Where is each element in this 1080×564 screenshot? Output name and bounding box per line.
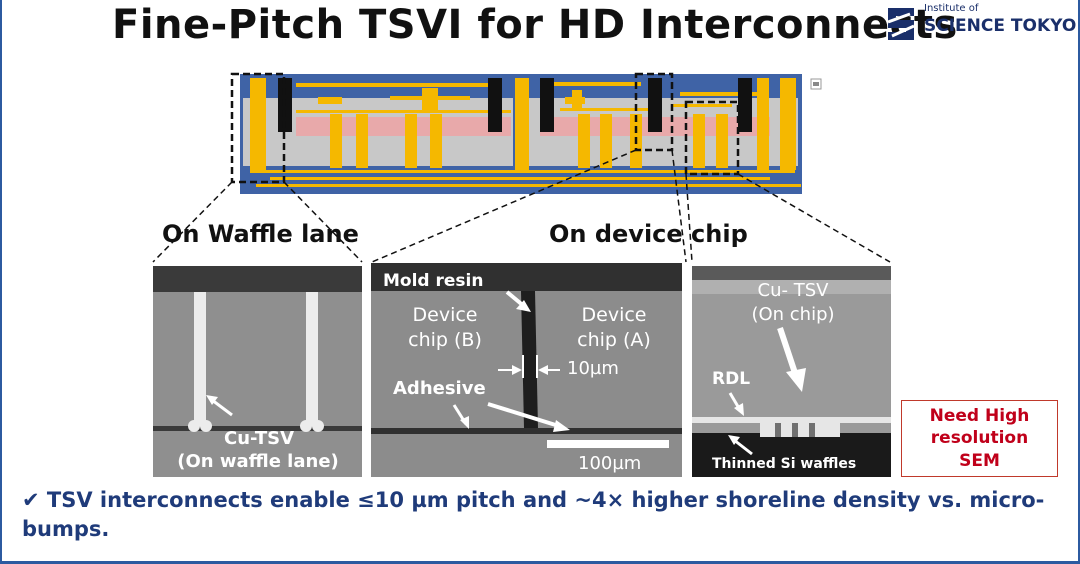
tsv-bar: [572, 90, 582, 110]
summary-statement: ✔ TSV interconnects enable ≤10 µm pitch …: [22, 486, 1062, 545]
thinned-waffles-label: Thinned Si waffles: [712, 456, 857, 472]
black-chip: [738, 78, 752, 132]
tsv-bar: [780, 78, 796, 170]
black-chip: [648, 78, 662, 132]
callout-box-waffle: [230, 72, 286, 184]
on-chip-label: (On chip): [751, 304, 835, 325]
gap-label: 10µm: [567, 358, 619, 379]
summary-text: TSV interconnects enable ≤10 µm pitch an…: [22, 488, 1045, 542]
tsv-bar: [693, 114, 705, 168]
page-title: Fine-Pitch TSVI for HD Interconnects: [112, 2, 958, 48]
logo-small-text: Institute of: [924, 3, 979, 14]
chip-b-line1: Device: [412, 304, 478, 326]
adhesive-label: Adhesive: [393, 378, 486, 399]
scale-label: 100µm: [578, 453, 642, 474]
panel-waffle-lane: [153, 266, 362, 477]
mold-gap: [521, 291, 538, 428]
tsv-bar: [405, 114, 417, 168]
tsv-pillar: [194, 292, 206, 426]
callout-box-device: [634, 72, 674, 152]
chip-b-line2: chip (B): [408, 329, 482, 351]
frame-right-line: [1078, 0, 1080, 564]
tsv-bar: [430, 114, 442, 168]
section-label-device: On device chip: [549, 220, 748, 248]
tsv-bar: [578, 114, 590, 168]
chip-a-line1: Device: [581, 304, 647, 326]
logo-name-text: SCIENCE TOKYO: [924, 16, 1077, 36]
check-icon: ✔: [22, 488, 40, 512]
waffle-lane-label: (On waffle lane): [177, 451, 339, 472]
pointer-arrow: [211, 398, 233, 417]
section-label-waffle: On Waffle lane: [162, 220, 359, 248]
cu-tsv-chip-label: Cu- TSV: [757, 280, 829, 301]
tsv-bar: [422, 88, 438, 112]
connector-lines: [152, 149, 891, 263]
black-chip: [488, 78, 502, 132]
pink-layer-left: [296, 117, 511, 136]
cu-tsv-label: Cu-TSV: [223, 428, 295, 449]
panel-on-chip: [692, 266, 891, 477]
tsv-bar: [250, 78, 266, 170]
rdl-layer: [692, 417, 891, 423]
chip-a-line2: chip (A): [577, 329, 651, 351]
need-sem-text: Need High resolution SEM: [929, 406, 1030, 471]
need-sem-note: Need High resolution SEM: [901, 400, 1058, 477]
mold-resin-label: Mold resin: [383, 271, 484, 291]
tsv-bar: [600, 114, 612, 168]
rdl-label: RDL: [712, 369, 751, 389]
tsv-bar: [716, 114, 728, 168]
frame-left-line: [0, 0, 2, 564]
black-chip: [540, 78, 554, 132]
panel-device-chip: [371, 263, 682, 477]
tsv-bar: [356, 114, 368, 168]
tsv-bar: [757, 78, 769, 170]
package-cross-section: [240, 74, 822, 194]
tsv-pillar: [306, 292, 318, 426]
frame-bottom-line: [0, 561, 1080, 564]
institute-s-logo-icon: [887, 8, 915, 40]
scale-bar: [547, 440, 669, 448]
tsv-bar: [515, 78, 529, 170]
tsv-bar: [330, 114, 342, 168]
callout-box-chip: [684, 100, 740, 176]
logo: Institute of SCIENCE TOKYO: [884, 3, 1077, 44]
